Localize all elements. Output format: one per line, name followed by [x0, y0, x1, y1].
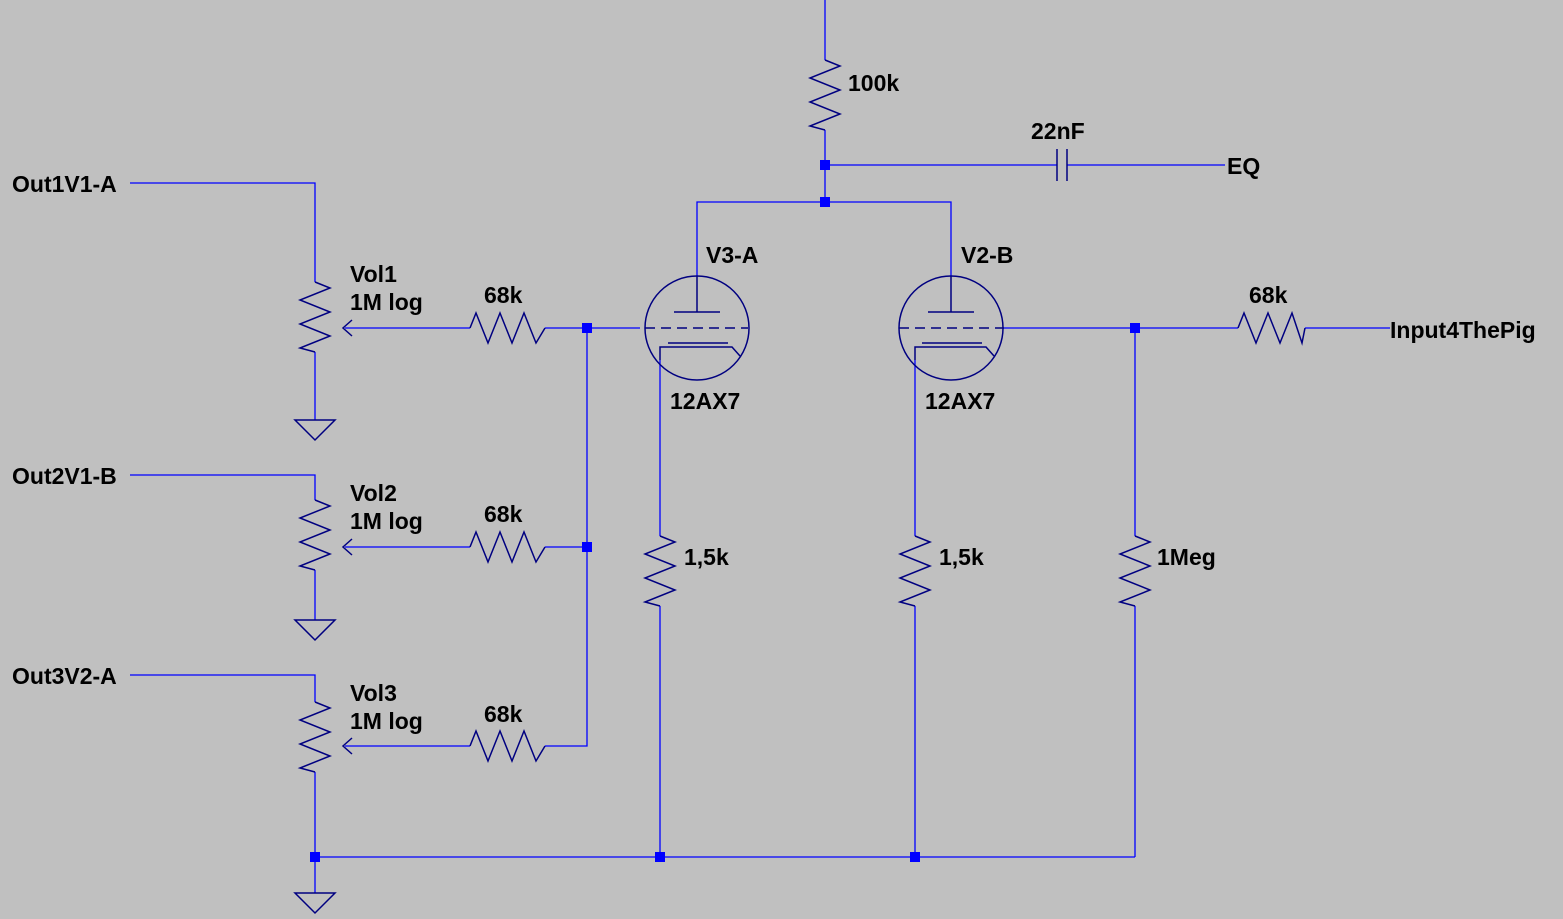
resistor-cathode1-value: 1,5k	[684, 544, 729, 570]
net-label-out2: Out2V1-B	[12, 463, 117, 489]
junction	[820, 160, 830, 170]
junctions	[310, 160, 1140, 862]
pot-vol2-value: 1M log	[350, 508, 423, 534]
wires	[130, 0, 1390, 893]
potentiometer-vol2	[297, 499, 353, 571]
pot-vol3-name: Vol3	[350, 680, 397, 706]
resistor-plate-value: 100k	[848, 70, 899, 96]
tube-v2b-name: V2-B	[961, 242, 1013, 268]
capacitor-coupling	[1056, 149, 1068, 181]
tube-v2b	[898, 275, 1004, 381]
ground-symbol-3	[293, 892, 337, 915]
net-label-input: Input4ThePig	[1390, 317, 1536, 343]
wire-out1	[130, 182, 316, 282]
resistor-cathode2	[897, 535, 933, 607]
pot-vol3-value: 1M log	[350, 708, 423, 734]
pot-vol1-name: Vol1	[350, 261, 397, 287]
resistor-cathode2-value: 1,5k	[939, 544, 984, 570]
pot-vol1-value: 1M log	[350, 289, 423, 315]
ground-symbol-2	[293, 619, 337, 642]
tube-v3a-type: 12AX7	[670, 388, 740, 414]
resistor-plate	[807, 59, 843, 131]
junction	[910, 852, 920, 862]
resistor-input-value: 68k	[1249, 282, 1288, 308]
resistor-mix3-value: 68k	[484, 701, 523, 727]
capacitor-value: 22nF	[1031, 118, 1085, 144]
junction	[582, 542, 592, 552]
wire-mix3-out	[545, 328, 588, 747]
resistor-mix2	[469, 529, 546, 565]
resistor-input	[1237, 310, 1306, 346]
junction	[655, 852, 665, 862]
net-label-out3: Out3V2-A	[12, 663, 117, 689]
resistor-grid-leak-value: 1Meg	[1157, 544, 1216, 570]
resistor-cathode1	[642, 535, 678, 607]
wire-out2	[130, 474, 316, 500]
resistor-mix2-value: 68k	[484, 501, 523, 527]
potentiometer-vol3	[297, 701, 353, 773]
junction	[310, 852, 320, 862]
resistor-grid-leak	[1117, 535, 1153, 607]
junction	[582, 323, 592, 333]
wire-out3	[130, 674, 316, 702]
resistor-mix1-value: 68k	[484, 282, 523, 308]
potentiometer-vol1	[297, 281, 353, 353]
junction	[1130, 323, 1140, 333]
net-label-eq: EQ	[1227, 153, 1260, 179]
net-label-out1: Out1V1-A	[12, 171, 117, 197]
tube-v3a	[644, 275, 750, 381]
pot-vol2-name: Vol2	[350, 480, 397, 506]
resistor-mix3	[469, 728, 546, 764]
resistor-mix1	[469, 310, 546, 346]
tube-v2b-type: 12AX7	[925, 388, 995, 414]
junction	[820, 197, 830, 207]
ground-symbol-1	[293, 419, 337, 442]
tube-v3a-name: V3-A	[706, 242, 758, 268]
